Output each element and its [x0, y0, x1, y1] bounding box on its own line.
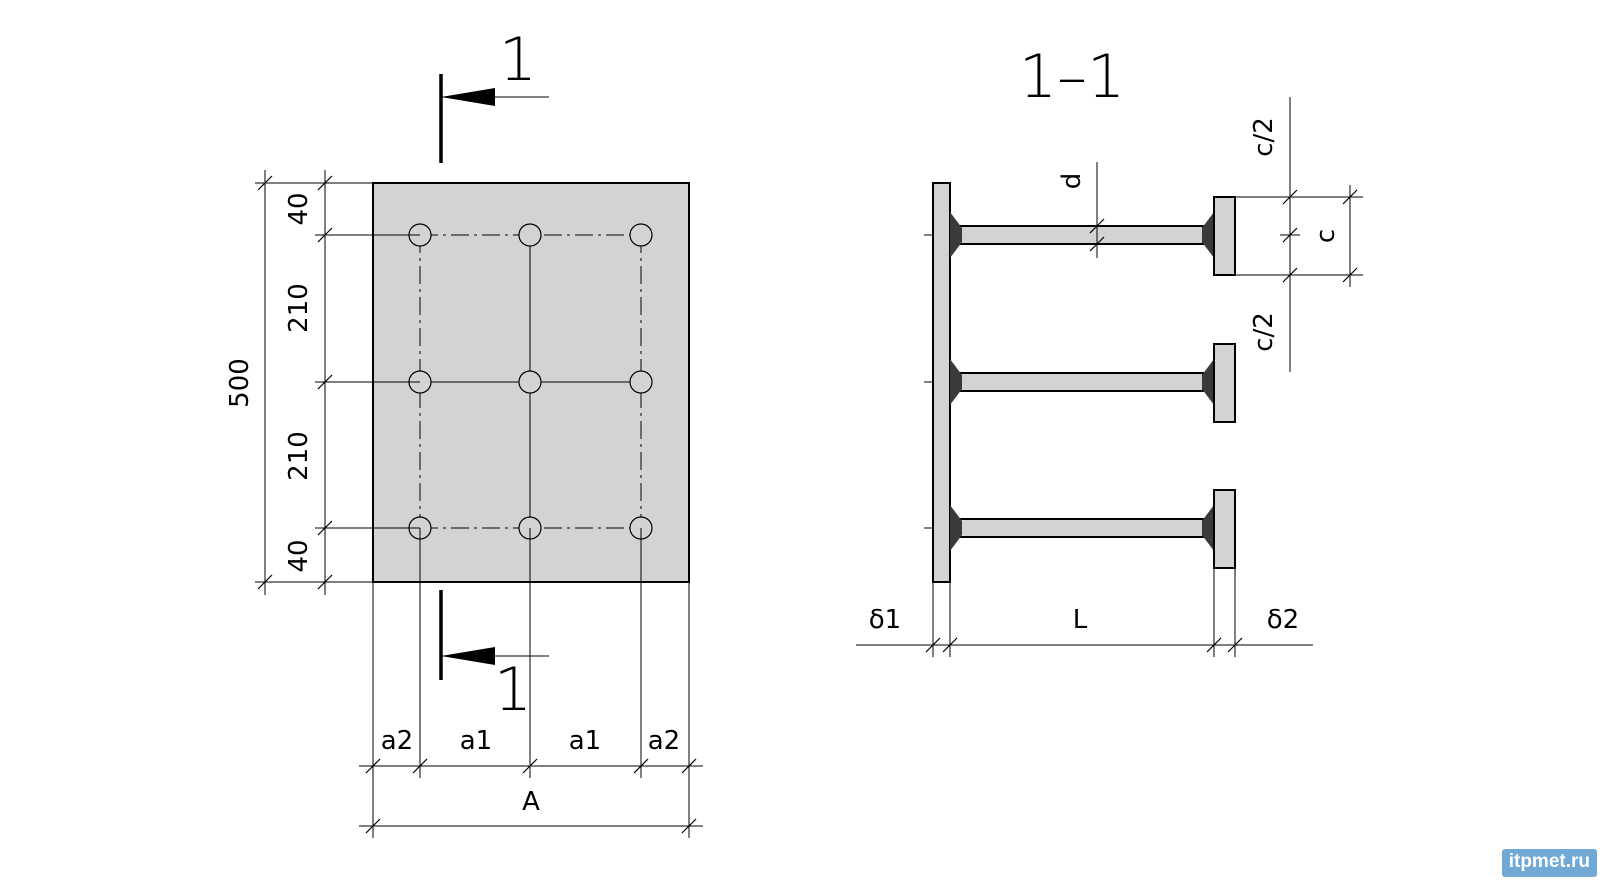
dim-c-half-bottom: c/2: [1249, 312, 1279, 352]
plan-view: 1 1 40 21: [225, 25, 703, 838]
anchor-bar-bottom: [949, 489, 1236, 569]
watermark-badge[interactable]: itpmet.ru: [1501, 849, 1597, 877]
dim-pitch-lower: 210: [284, 431, 314, 481]
plan-vertical-dimensions: 40 210 210 40 500: [225, 170, 420, 595]
section-mark-label-top: 1: [499, 25, 537, 95]
dim-delta2: δ2: [1267, 605, 1299, 635]
anchor-bar-middle: [949, 343, 1236, 423]
section-marker-bottom: 1: [439, 590, 549, 725]
anchor-hole: [518, 370, 542, 394]
dim-total-width: A: [522, 787, 540, 817]
plan-horizontal-dimensions: a2 a1 a1 a2 A: [359, 528, 703, 838]
anchor-hole: [629, 370, 653, 394]
dim-length-group: δ1 L δ2: [856, 568, 1313, 657]
section-view: 1–1: [856, 42, 1363, 657]
dim-a2-right: a2: [648, 726, 680, 756]
anchor-hole: [518, 223, 542, 247]
dim-delta1: δ1: [869, 605, 901, 635]
anchor-bar-top: [949, 196, 1236, 276]
dim-c-half-top: c/2: [1249, 117, 1279, 157]
dim-d: d: [1057, 173, 1087, 190]
anchor-hole: [629, 223, 653, 247]
dim-length: L: [1073, 605, 1088, 635]
section-title: 1–1: [1019, 42, 1125, 112]
base-plate-section: [932, 182, 951, 583]
dim-pitch-upper: 210: [284, 283, 314, 333]
dim-c: c: [1311, 229, 1341, 243]
dim-a1-left: a1: [460, 726, 492, 756]
dim-c-group: c/2 c c/2: [1235, 97, 1363, 372]
dim-a1-right: a1: [569, 726, 601, 756]
section-mark-label-bottom: 1: [494, 655, 532, 725]
dim-total-height: 500: [225, 358, 255, 408]
section-marker-top: 1: [439, 25, 549, 163]
dim-a2-left: a2: [381, 726, 413, 756]
dim-edge-top: 40: [284, 192, 314, 225]
dim-edge-bottom: 40: [284, 539, 314, 572]
dim-d-group: d: [1057, 162, 1105, 258]
